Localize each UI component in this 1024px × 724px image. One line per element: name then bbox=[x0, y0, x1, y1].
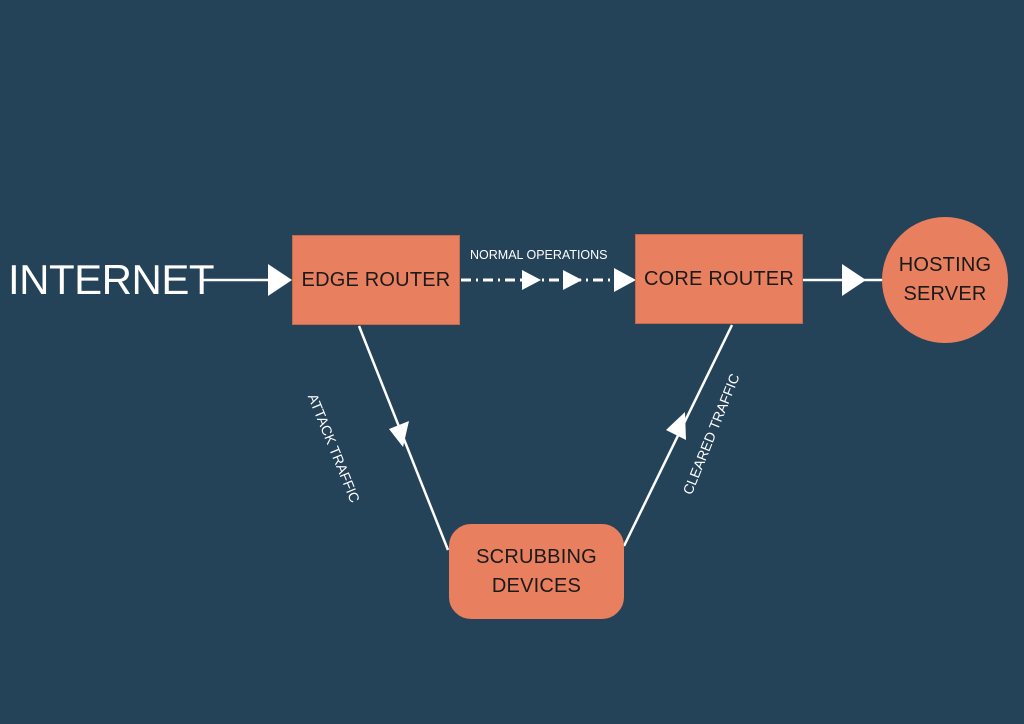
hosting-server-label-line2: SERVER bbox=[903, 283, 987, 305]
scrubbing-devices-label-line2: DEVICES bbox=[491, 574, 582, 597]
internet-to-edge-arrowhead bbox=[268, 264, 292, 296]
normal-operations-arrowhead-2 bbox=[563, 270, 582, 290]
edge-router-node: EDGE ROUTER bbox=[292, 235, 460, 325]
edge-router-label: EDGE ROUTER bbox=[301, 268, 451, 291]
internet-label: INTERNET bbox=[8, 256, 215, 303]
core-router-label: CORE ROUTER bbox=[644, 267, 794, 290]
core-to-hosting-arrowhead bbox=[842, 264, 866, 296]
hosting-server-node: HOSTING SERVER bbox=[882, 217, 1008, 343]
attack-traffic-arrowhead bbox=[389, 421, 409, 447]
core-router-node: CORE ROUTER bbox=[635, 234, 803, 324]
normal-operations-arrowhead-3 bbox=[614, 268, 636, 292]
normal-operations-arrowhead-1 bbox=[522, 270, 541, 290]
scrubbing-devices-node: SCRUBBING DEVICES bbox=[449, 524, 624, 619]
hosting-server-label-line1: HOSTING bbox=[898, 254, 992, 276]
scrubbing-devices-label-line1: SCRUBBING bbox=[476, 545, 597, 568]
cleared-traffic-arrowhead bbox=[666, 412, 686, 440]
normal-operations-label: NORMAL OPERATIONS bbox=[470, 248, 608, 262]
